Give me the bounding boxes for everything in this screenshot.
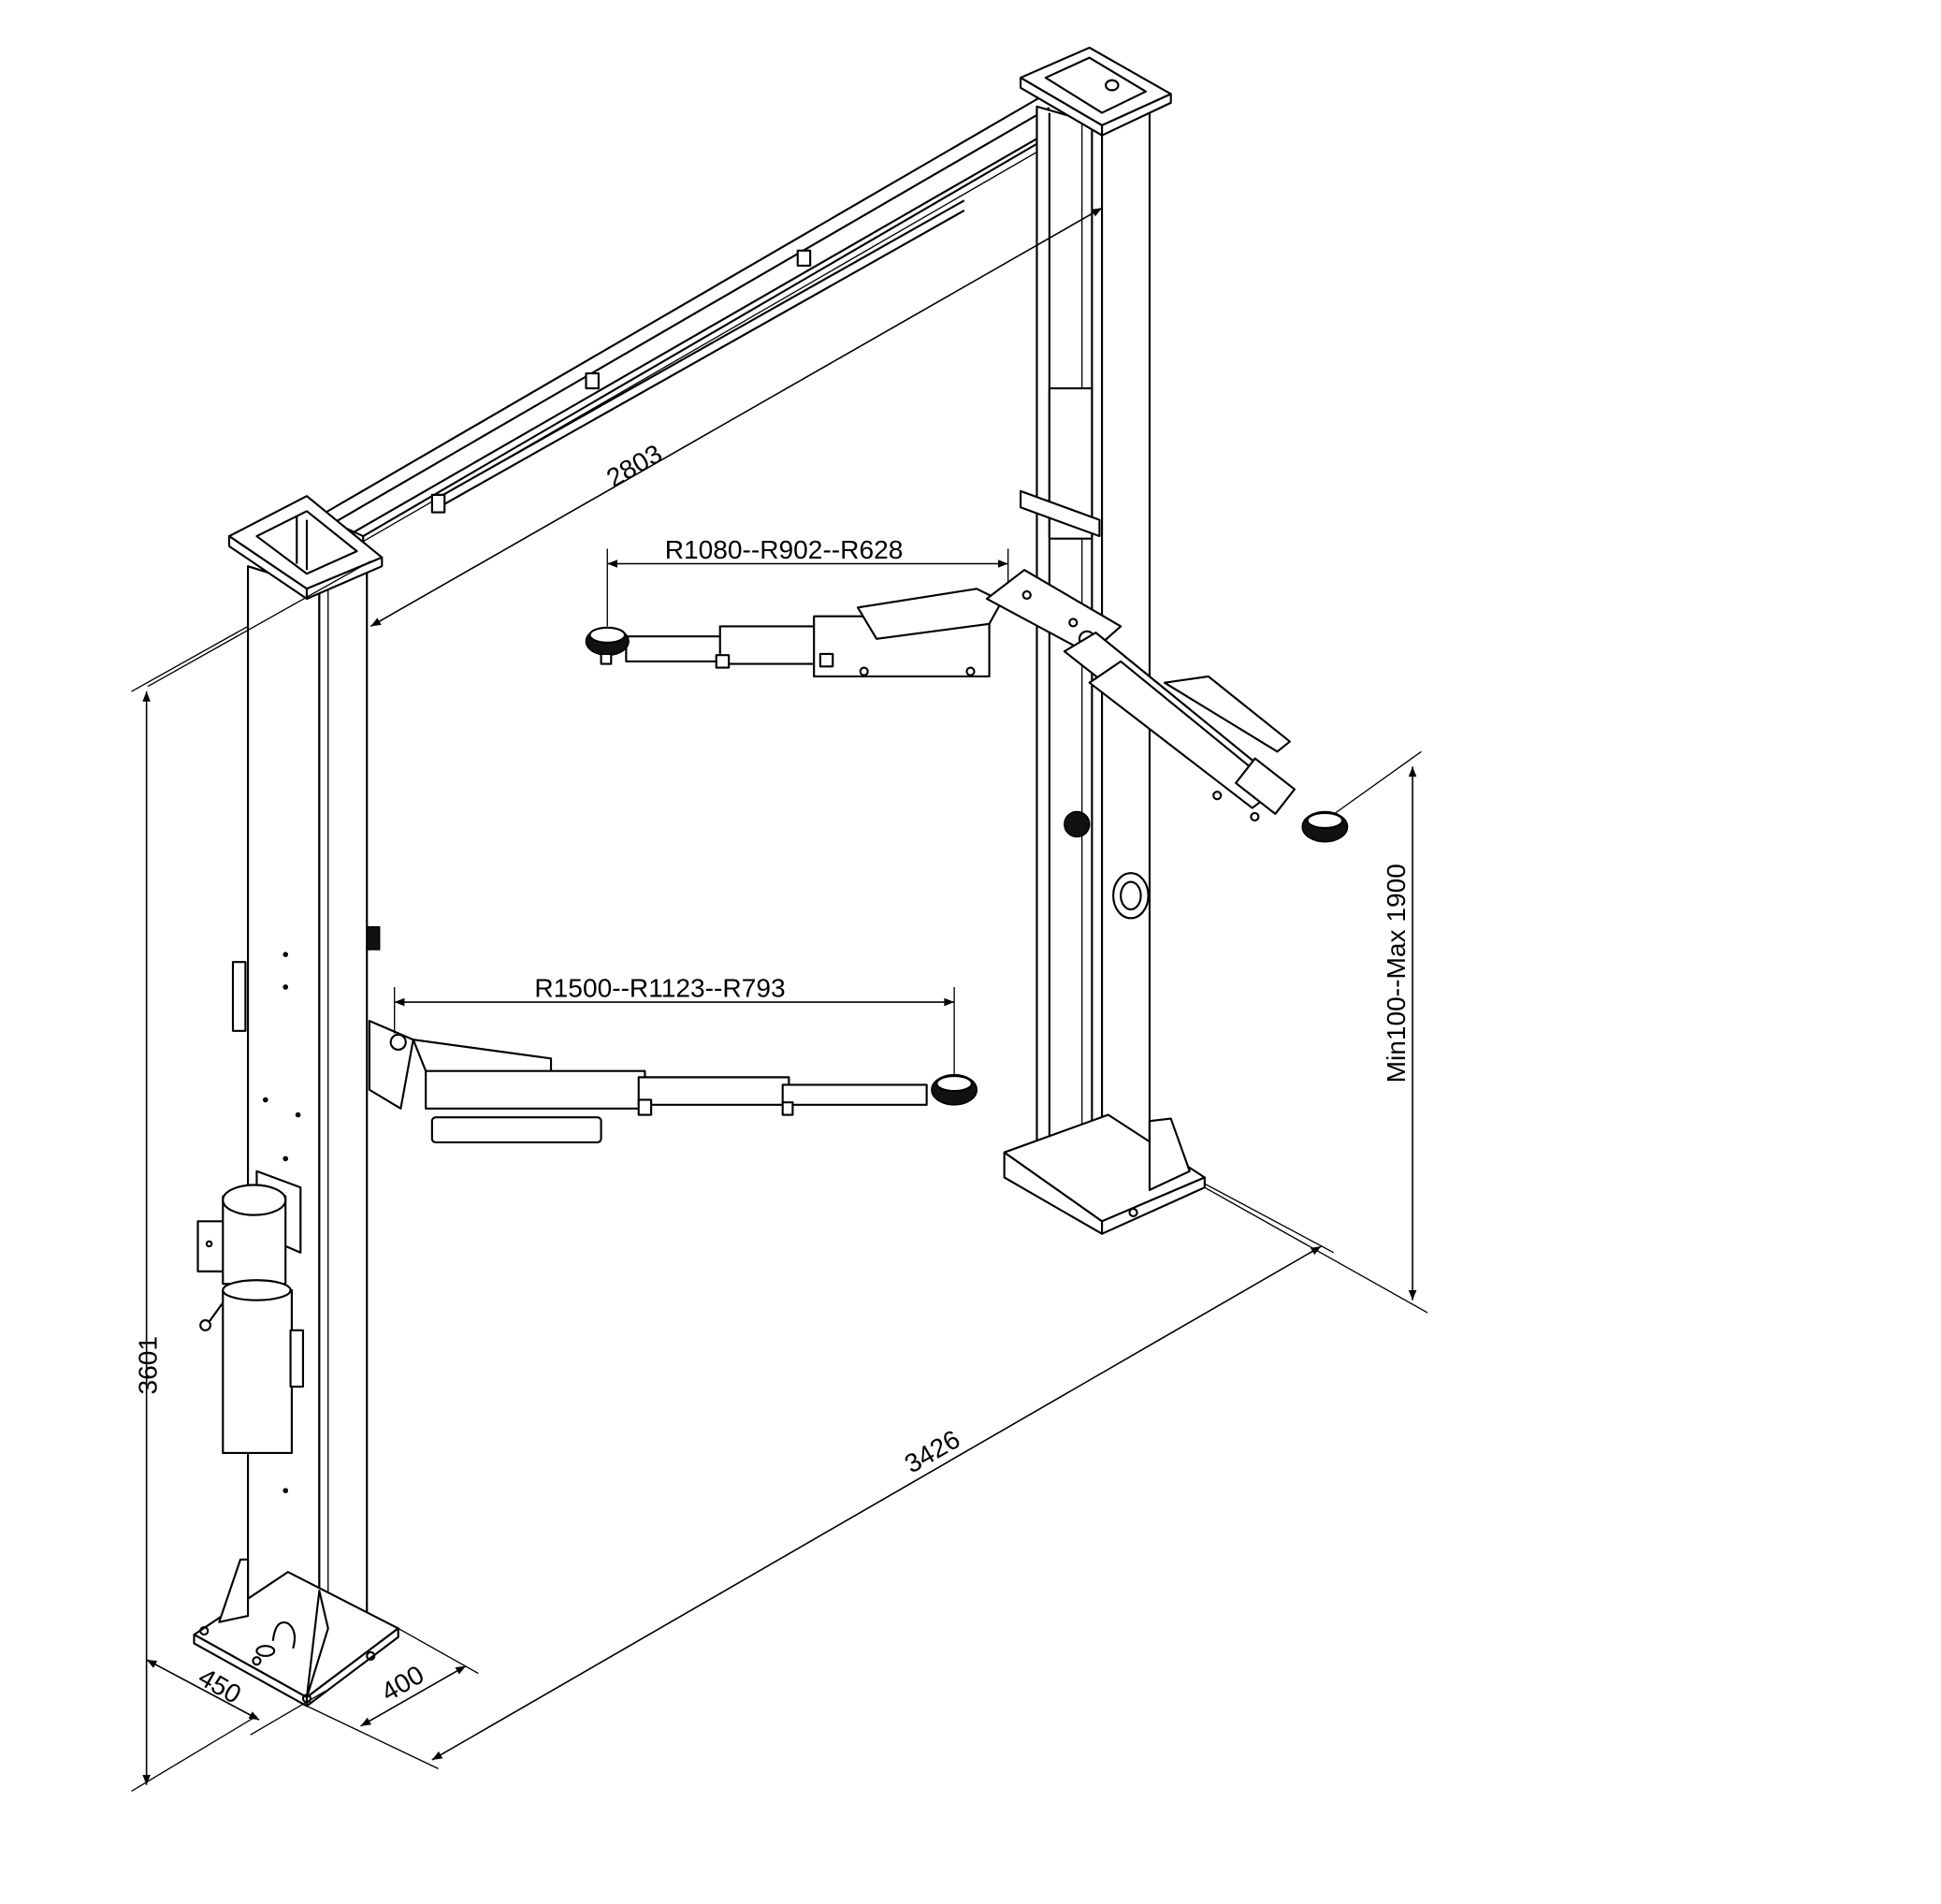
- dimension-long-arm: R1500--R1123--R793: [394, 974, 955, 1075]
- power-unit: [196, 1170, 305, 1455]
- left-post: [193, 495, 399, 1708]
- dimension-height: 3601: [131, 625, 257, 1793]
- dim-base-width-label: 400: [376, 1660, 428, 1707]
- dim-short-arm-label: R1080--R902--R628: [665, 535, 904, 564]
- left-post-holes: [262, 952, 301, 1493]
- dim-height-label: 3601: [133, 1336, 162, 1395]
- long-arm: [368, 1020, 978, 1144]
- dim-base-depth-label: 450: [194, 1663, 246, 1709]
- dim-lift-height-label: Min100--Max 1900: [1382, 864, 1411, 1083]
- top-beam: [318, 96, 1081, 550]
- short-arm-left-extension: [585, 588, 1004, 678]
- dimension-short-arm: R1080--R902--R628: [606, 535, 1009, 627]
- short-arm-diagonal: [1063, 632, 1349, 843]
- dim-long-arm-label: R1500--R1123--R793: [534, 974, 785, 1003]
- dim-inner-width-label: 2803: [601, 439, 667, 493]
- dimension-lift-height: Min100--Max 1900: [1204, 750, 1428, 1314]
- dimension-overall-width: 3426: [306, 1183, 1335, 1769]
